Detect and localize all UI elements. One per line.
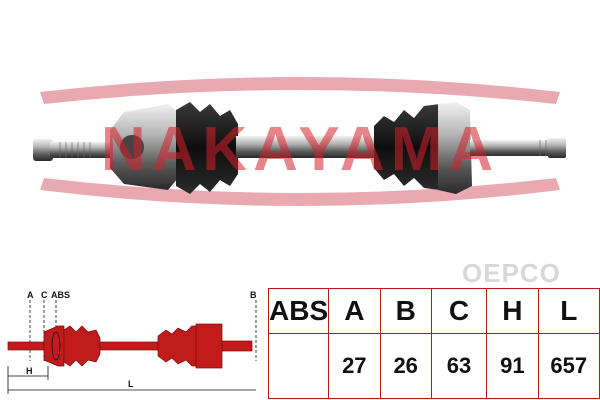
dim-label-h: H [26, 366, 33, 376]
watermark-text: OEPCO [462, 258, 561, 288]
header-a: A [328, 288, 381, 334]
value-l: 657 [537, 333, 600, 399]
dim-label-a: A [27, 290, 34, 300]
product-photo: NAKAYAMA [33, 77, 566, 206]
spec-value-row: 27 26 63 91 657 [267, 333, 600, 399]
drive-shaft-image [33, 102, 566, 194]
header-abs: ABS [267, 288, 330, 334]
value-h: 91 [486, 333, 539, 399]
spec-table: ABS A B C H L 27 26 63 91 657 [267, 288, 600, 399]
header-h: H [486, 288, 539, 334]
drive-shaft-icon [7, 323, 253, 369]
value-abs [267, 333, 330, 399]
dimension-diagram: A C ABS B H L [7, 290, 257, 394]
spec-header-row: ABS A B C H L [267, 288, 600, 334]
header-b: B [379, 288, 432, 334]
value-b: 26 [379, 333, 432, 399]
header-l: L [537, 288, 600, 334]
logo-swoosh [40, 77, 560, 206]
value-c: 63 [430, 333, 488, 399]
value-a: 27 [328, 333, 381, 399]
abs-ring-icon [51, 331, 61, 361]
dim-label-c: C [41, 290, 48, 300]
brand-logo: NAKAYAMA [101, 115, 499, 184]
dim-label-abs: ABS [51, 290, 70, 300]
dim-label-l: L [128, 379, 134, 389]
dim-label-b: B [250, 290, 257, 300]
header-c: C [430, 288, 488, 334]
